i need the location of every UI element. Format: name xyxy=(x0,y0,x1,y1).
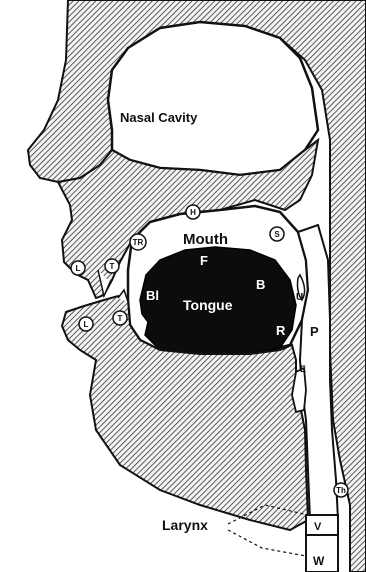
svg-text:H: H xyxy=(190,208,196,217)
label-root: R xyxy=(276,323,286,338)
label-tongue: Tongue xyxy=(183,297,233,313)
marker-larynx: Th xyxy=(334,483,348,497)
svg-text:T: T xyxy=(118,314,123,323)
label-pharynx: P xyxy=(310,324,319,339)
marker-lower-lip: L xyxy=(79,317,93,331)
nasal-cavity xyxy=(108,22,318,175)
svg-text:L: L xyxy=(84,320,89,329)
svg-text:S: S xyxy=(274,230,280,239)
label-epiglottis: E xyxy=(300,364,306,374)
svg-text:L: L xyxy=(76,264,81,273)
label-uvula: U xyxy=(296,292,303,303)
marker-teeth-ridge: TR xyxy=(130,234,146,250)
svg-text:Th: Th xyxy=(336,486,346,495)
label-nasal-cavity: Nasal Cavity xyxy=(120,110,198,125)
label-vocal-cords: V xyxy=(314,521,322,533)
svg-text:TR: TR xyxy=(133,238,144,247)
label-back: B xyxy=(256,277,265,292)
marker-hard-palate: H xyxy=(186,205,200,219)
svg-text:T: T xyxy=(110,262,115,271)
marker-soft-palate: S xyxy=(270,227,284,241)
label-front: F xyxy=(200,253,208,268)
label-blade: Bl xyxy=(146,288,159,303)
label-mouth: Mouth xyxy=(183,231,228,248)
marker-lower-teeth: T xyxy=(113,311,127,325)
marker-upper-teeth: T xyxy=(105,259,119,273)
label-windpipe: W xyxy=(313,554,325,568)
marker-upper-lip: L xyxy=(71,261,85,275)
larynx-pointer-lower xyxy=(228,530,306,556)
label-larynx: Larynx xyxy=(162,517,208,533)
